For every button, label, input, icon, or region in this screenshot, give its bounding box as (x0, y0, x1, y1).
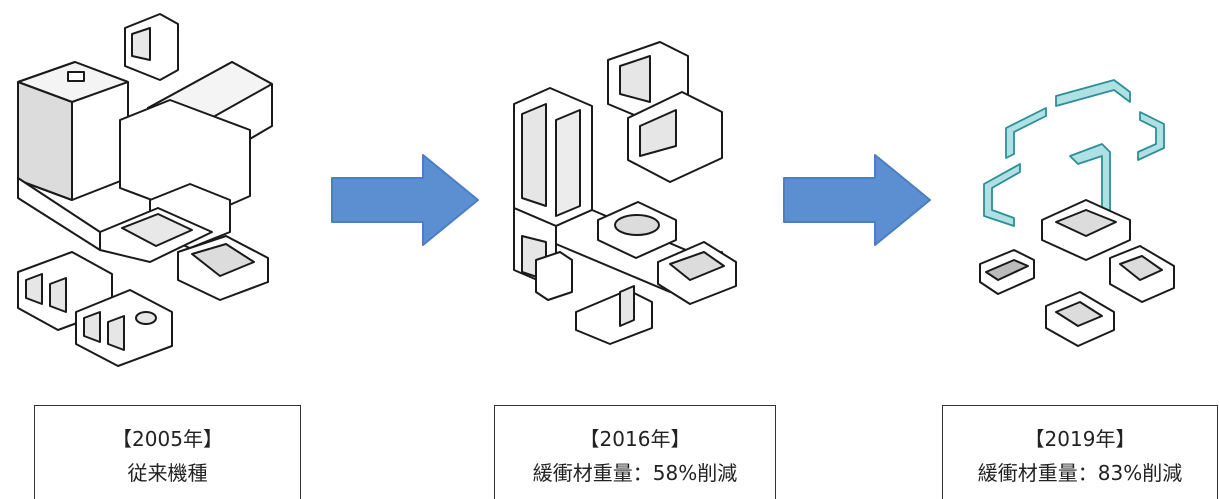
teal-bracket-left (983, 163, 1021, 227)
caption-year-2005: 【2005年】 (112, 427, 223, 451)
cushion-top-tower (124, 13, 179, 81)
teal-bracket-top-right (1055, 79, 1131, 107)
caption-desc-2019: 緩衝材重量：83%削減 (977, 461, 1183, 485)
caption-2016: 【2016年】 緩衝材重量：58%削減 (494, 405, 776, 499)
packaging-2019-illustration (979, 79, 1175, 347)
caption-2005: 【2005年】 従来機種 (34, 405, 301, 499)
packaging-2005-illustration (17, 13, 273, 367)
caption-year-2016: 【2016年】 (579, 427, 691, 451)
teal-bracket-top-left (1005, 107, 1047, 159)
cushion-bottom-piece (575, 289, 653, 345)
packaging-2016-illustration (513, 41, 737, 345)
caption-desc-2005: 従来機種 (127, 461, 208, 485)
caption-2019: 【2019年】 緩衝材重量：83%削減 (942, 405, 1218, 499)
arrow-right-2 (783, 154, 931, 246)
caption-year-2019: 【2019年】 (1024, 427, 1136, 451)
teal-bracket-right (1137, 111, 1165, 161)
arrow-right-1 (331, 154, 479, 246)
caption-desc-2016: 緩衝材重量：58%削減 (532, 461, 738, 485)
